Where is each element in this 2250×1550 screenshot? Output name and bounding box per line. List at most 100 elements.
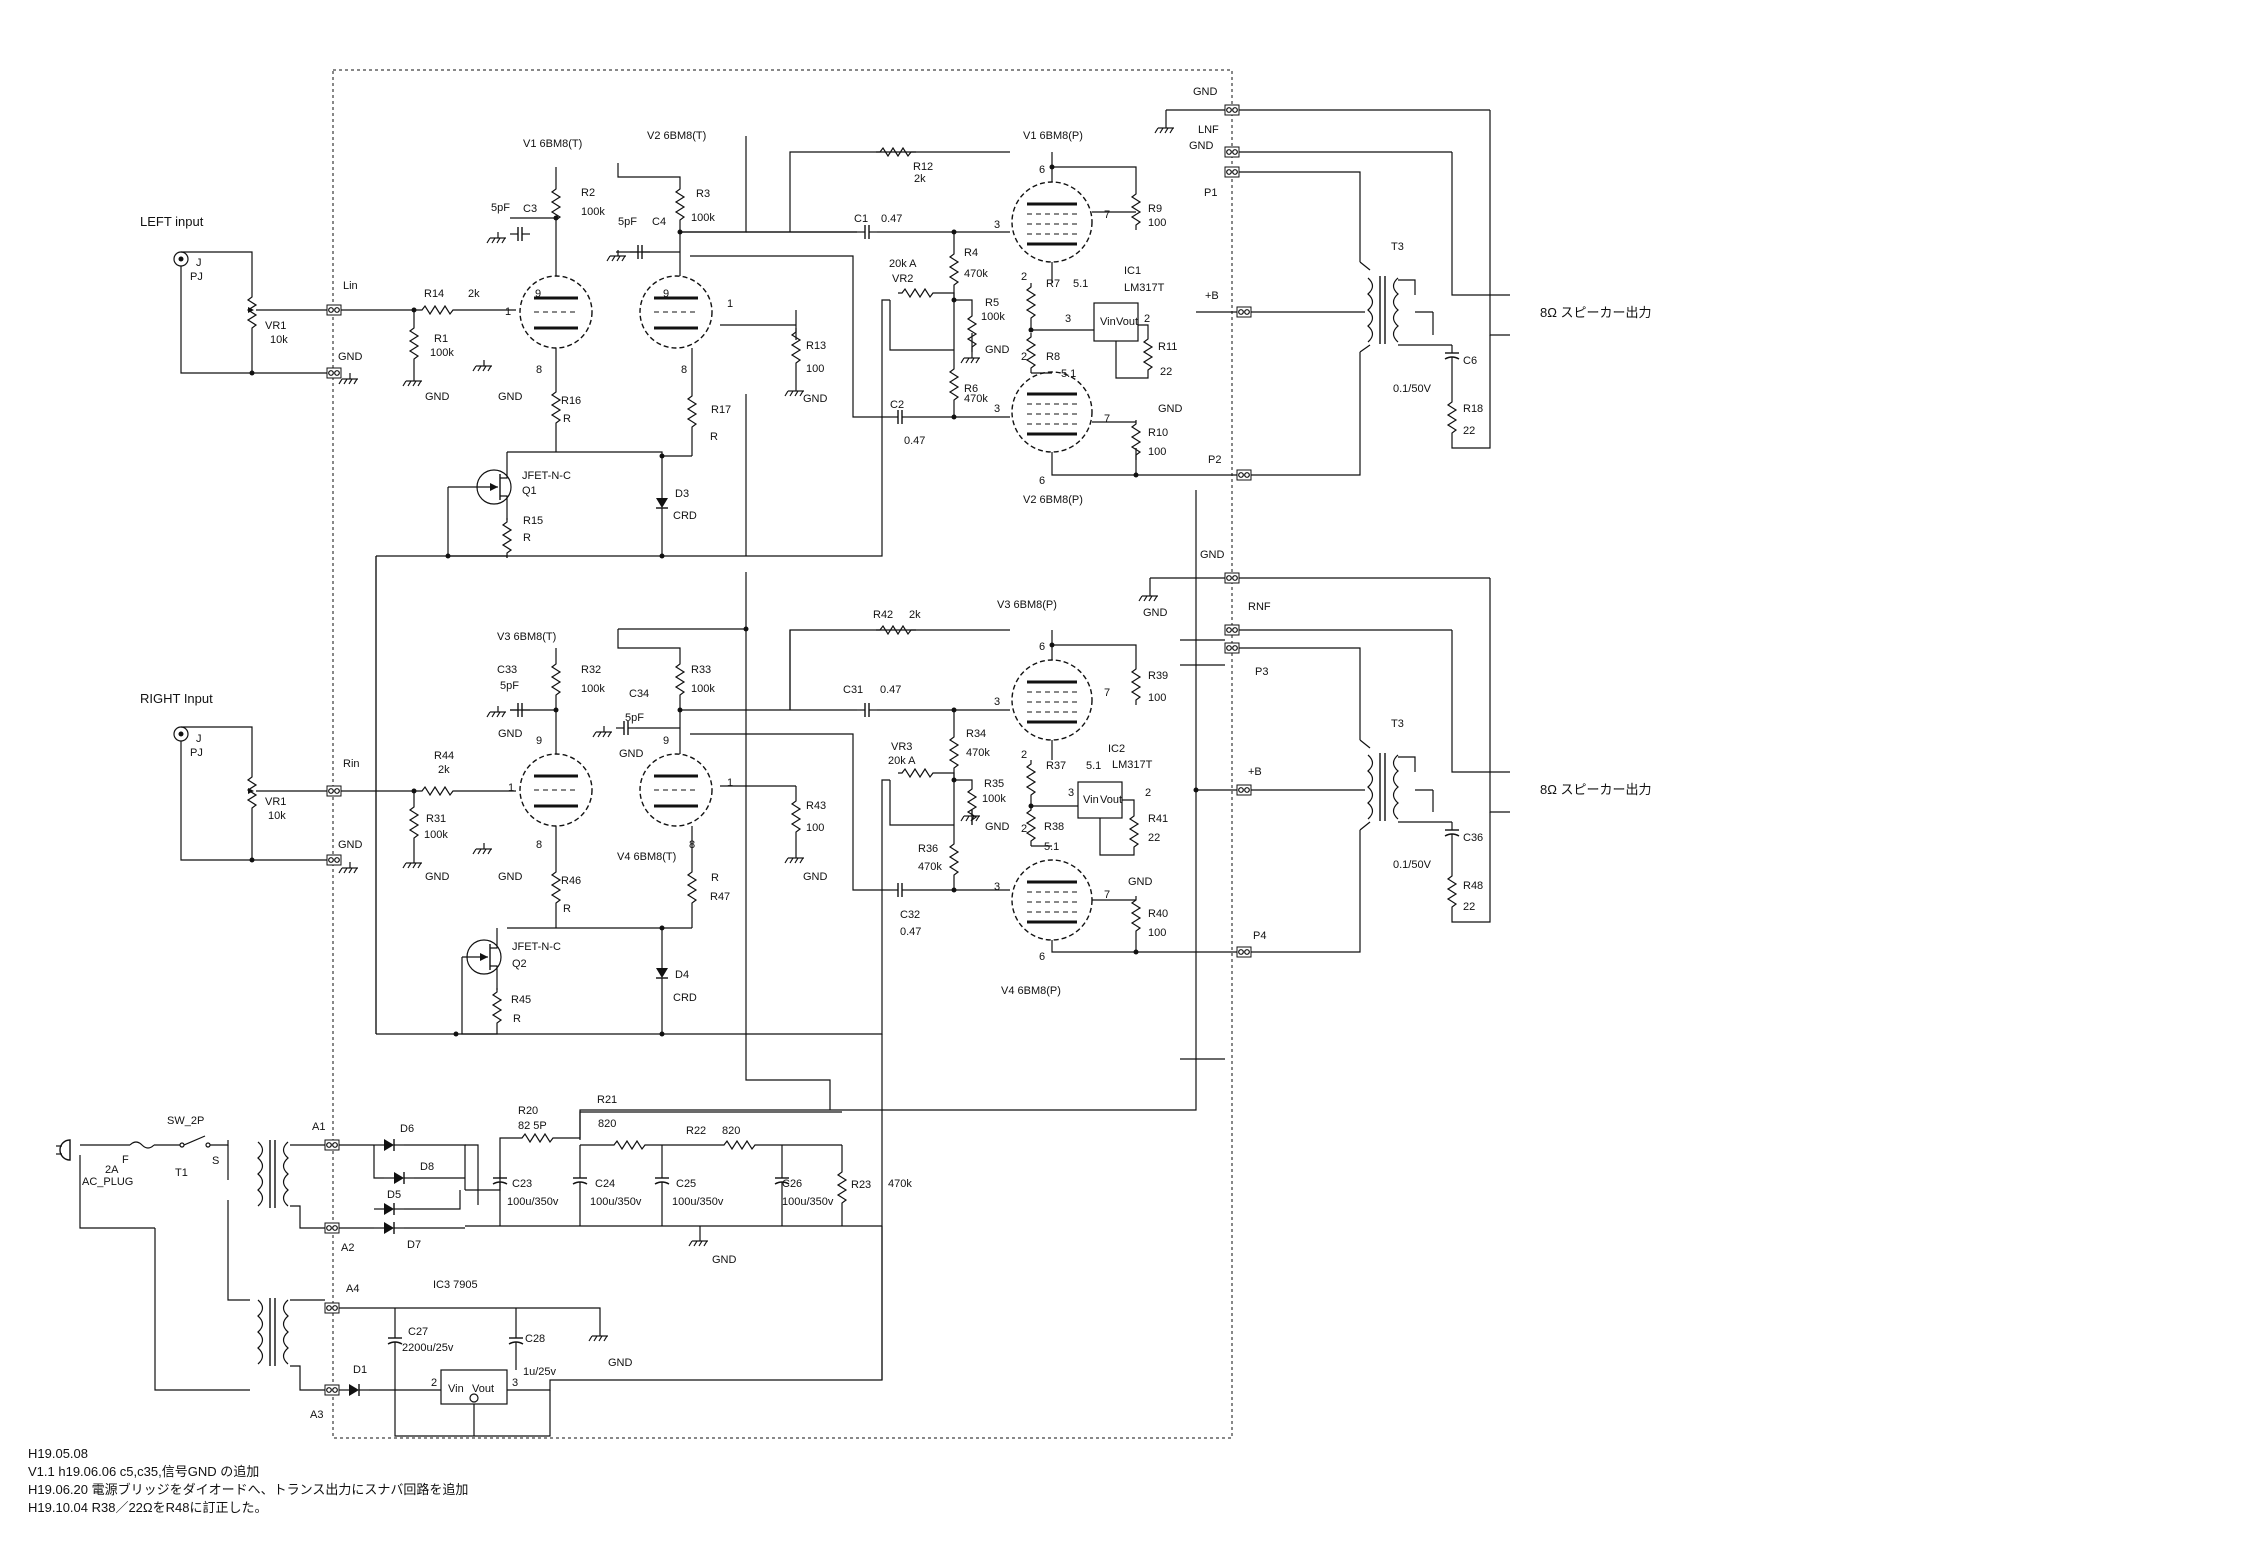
r20-label: R20 xyxy=(518,1105,538,1117)
gnd-label: GND xyxy=(803,393,828,405)
r6-label: R6 xyxy=(964,383,978,395)
c28-capacitor xyxy=(508,1329,524,1351)
pin-label: 2 xyxy=(1144,313,1150,325)
right-input-title: RIGHT Input xyxy=(140,691,213,706)
r7-label: R7 xyxy=(1046,278,1060,290)
gnd-symbol xyxy=(486,231,507,244)
gnd-symbol xyxy=(784,384,805,397)
gnd-symbol xyxy=(338,861,359,874)
r43-value: 100 xyxy=(806,822,824,834)
r37-label: R37 xyxy=(1046,760,1066,772)
r23-resistor xyxy=(837,1167,847,1209)
r35-value: 100k xyxy=(982,793,1006,805)
t1-label: T1 xyxy=(175,1167,188,1179)
c36-label: C36 xyxy=(1463,832,1483,844)
r9-resistor xyxy=(1131,189,1141,231)
pin-label: 1 xyxy=(505,306,511,318)
r38-value: 5.1 xyxy=(1044,841,1059,853)
pin-label: 8 xyxy=(536,839,542,851)
r12-value: 2k xyxy=(914,173,926,185)
d7-label: D7 xyxy=(407,1239,421,1251)
r46-value: R xyxy=(563,903,571,915)
r17-resistor xyxy=(687,391,697,433)
r32-label: R32 xyxy=(581,664,601,676)
v3p-label: V3 6BM8(P) xyxy=(997,599,1057,611)
pin-label: 1 xyxy=(727,777,733,789)
gnd-label: GND xyxy=(1128,876,1153,888)
gnd-label: GND xyxy=(619,748,644,760)
r8-resistor xyxy=(1026,332,1036,374)
r47-resistor xyxy=(687,867,697,909)
r43-label: R43 xyxy=(806,800,826,812)
ac-plug[interactable] xyxy=(56,1139,71,1161)
r8-label: R8 xyxy=(1046,351,1060,363)
a2-terminal xyxy=(324,1222,340,1234)
a1-label: A1 xyxy=(312,1121,325,1133)
lin-terminal xyxy=(326,304,342,316)
r14-label: R14 xyxy=(424,288,444,300)
vr3-label: VR3 xyxy=(891,741,912,753)
r41-value: 22 xyxy=(1148,832,1160,844)
pin-label: 2 xyxy=(1145,787,1151,799)
gnd-label: GND xyxy=(1200,549,1225,561)
d7-diode xyxy=(373,1221,405,1235)
r44-value: 2k xyxy=(438,764,450,776)
r15-resistor xyxy=(502,517,512,559)
gnd-symbol xyxy=(588,1329,609,1342)
gnd-label: GND xyxy=(1143,607,1168,619)
r31-resistor xyxy=(409,802,419,844)
note-line: H19.05.08 xyxy=(28,1446,88,1461)
r3-label: R3 xyxy=(696,188,710,200)
c36-value: 0.1/50V xyxy=(1393,859,1432,871)
pin-label: 1 xyxy=(508,782,514,794)
gnd-out-terminal xyxy=(1224,572,1240,584)
r5-label: R5 xyxy=(985,297,999,309)
r37-resistor xyxy=(1026,759,1036,801)
r22-label: R22 xyxy=(686,1125,706,1137)
ic3-regulator: Vin Vout xyxy=(440,1369,508,1405)
c33-label: C33 xyxy=(497,664,517,676)
r11-label: R11 xyxy=(1158,341,1177,353)
r33-value: 100k xyxy=(691,683,715,695)
gnd-label: GND xyxy=(338,351,363,363)
gnd-label: GND xyxy=(985,821,1010,833)
vr3-value: 20k A xyxy=(888,755,916,767)
pin-label: 7 xyxy=(1104,209,1110,221)
pin-label: 2 xyxy=(431,1377,437,1389)
c3-capacitor xyxy=(509,226,531,242)
left-speaker-output: 8Ω スピーカー出力 xyxy=(1540,305,1652,320)
p3-label: P3 xyxy=(1255,666,1268,678)
vr2-label: VR2 xyxy=(892,273,913,285)
left-channel: LEFT input J PJ VR1 10k Lin GND R14 2k R… xyxy=(140,86,1652,1034)
r34-resistor xyxy=(949,732,959,774)
gnd-label: GND xyxy=(712,1254,737,1266)
r17-label: R17 xyxy=(711,404,731,416)
t3-left-transformer xyxy=(1367,275,1399,345)
gnd-label: GND xyxy=(498,728,523,740)
v3t-label: V3 6BM8(T) xyxy=(497,631,556,643)
r9-value: 100 xyxy=(1148,217,1166,229)
q2-type: JFET-N-C xyxy=(512,941,561,953)
r20-resistor xyxy=(517,1133,559,1143)
pin-label: 3 xyxy=(1065,313,1071,325)
d1-diode xyxy=(338,1383,370,1397)
gnd-label: GND xyxy=(1193,86,1218,98)
right-input-jack[interactable] xyxy=(173,726,189,742)
r42-label: R42 xyxy=(873,609,893,621)
r44-resistor xyxy=(417,786,459,796)
v1-triode xyxy=(518,274,594,350)
c24-label: C24 xyxy=(595,1178,615,1190)
power-switch[interactable] xyxy=(179,1135,211,1148)
r48-label: R48 xyxy=(1463,880,1483,892)
r1-resistor xyxy=(409,323,419,365)
pin-label: 7 xyxy=(1104,413,1110,425)
c1-capacitor xyxy=(856,224,878,240)
left-input-jack[interactable] xyxy=(173,251,189,267)
c25-value: 100u/350v xyxy=(672,1196,724,1208)
c36-capacitor xyxy=(1444,821,1460,843)
a3-label: A3 xyxy=(310,1409,323,1421)
gnd-symbol xyxy=(592,725,613,738)
switch-s: S xyxy=(212,1155,219,1167)
pin-label: 1 xyxy=(727,298,733,310)
